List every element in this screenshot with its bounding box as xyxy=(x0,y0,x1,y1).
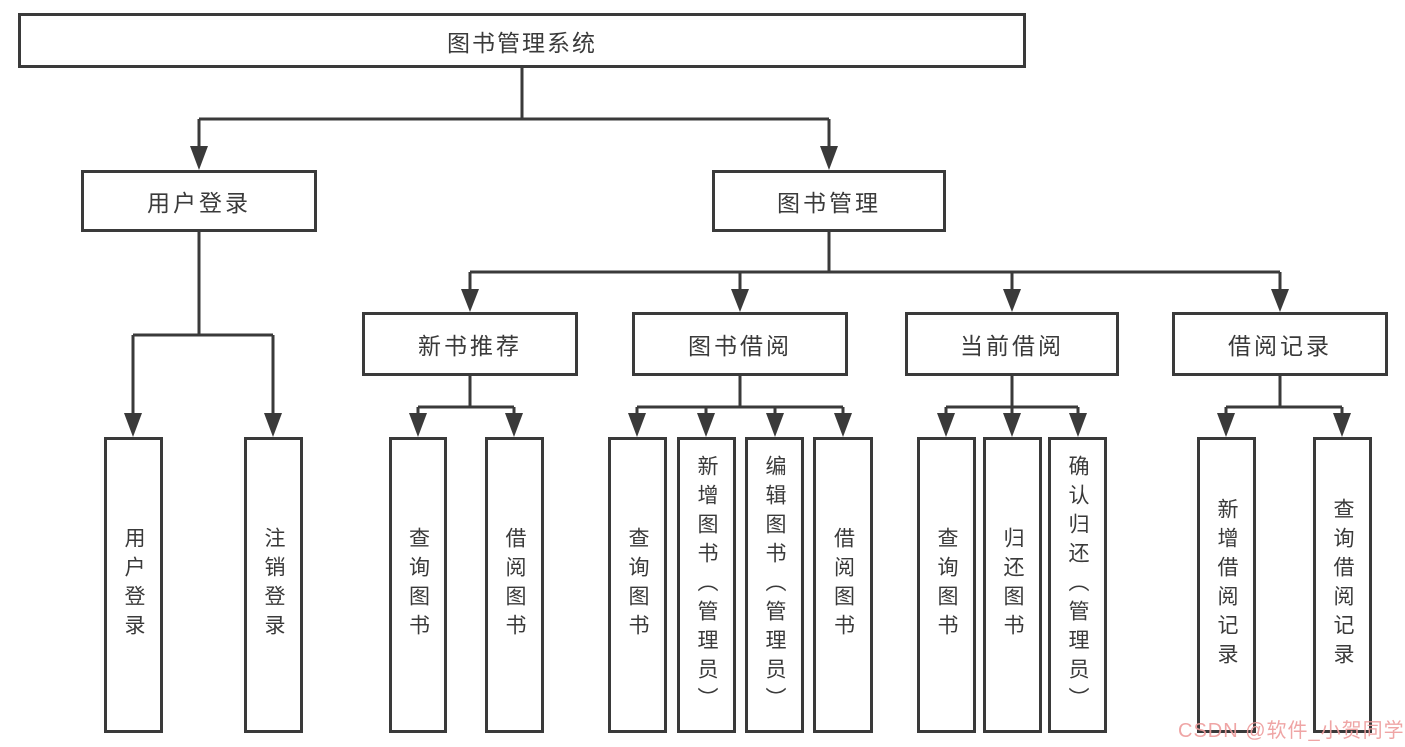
node-label: 新增借阅记录 xyxy=(1215,498,1238,672)
node-label: 用户登录 xyxy=(147,190,251,216)
leaf-records-query-borrow-record: 查询借阅记录 xyxy=(1313,437,1372,733)
node-label: 查询图书 xyxy=(406,527,430,643)
leaf-borrowing-add-book-admin: 新增图书（管理员） xyxy=(677,437,736,733)
leaf-current-confirm-return-admin: 确认归还（管理员） xyxy=(1048,437,1107,733)
leaf-borrowing-borrow-book: 借阅图书 xyxy=(813,437,873,733)
node-label: 确认归还（管理员） xyxy=(1066,454,1089,716)
node-label: 借阅记录 xyxy=(1228,333,1332,359)
leaf-borrowing-edit-book-admin: 编辑图书（管理员） xyxy=(745,437,804,733)
node-user-login: 用户登录 xyxy=(81,170,317,232)
node-label: 编辑图书（管理员） xyxy=(763,454,786,716)
node-book-management: 图书管理 xyxy=(712,170,946,232)
node-label: 查询图书 xyxy=(935,527,958,643)
node-label: 当前借阅 xyxy=(960,333,1064,359)
leaf-logout: 注销登录 xyxy=(244,437,303,733)
node-label: 新增图书（管理员） xyxy=(695,454,718,716)
node-label: 新书推荐 xyxy=(418,333,522,359)
leaf-recommend-query-book: 查询图书 xyxy=(389,437,447,733)
node-label: 查询图书 xyxy=(626,527,649,643)
node-new-book-recommend: 新书推荐 xyxy=(362,312,578,376)
node-label: 归还图书 xyxy=(1001,527,1024,643)
node-label: 图书管理 xyxy=(777,190,881,216)
node-label: 借阅图书 xyxy=(503,527,526,643)
leaf-recommend-borrow-book: 借阅图书 xyxy=(485,437,544,733)
leaf-current-query-book: 查询图书 xyxy=(917,437,976,733)
node-label: 用户登录 xyxy=(122,527,145,643)
node-label: 图书借阅 xyxy=(688,333,792,359)
node-current-borrowing: 当前借阅 xyxy=(905,312,1119,376)
node-label: 注销登录 xyxy=(262,527,285,643)
node-label: 查询借阅记录 xyxy=(1331,498,1354,672)
node-book-borrowing: 图书借阅 xyxy=(632,312,848,376)
watermark: CSDN @软件_小贺同学 xyxy=(1178,720,1405,742)
leaf-borrowing-query-book: 查询图书 xyxy=(608,437,667,733)
leaf-records-add-borrow-record: 新增借阅记录 xyxy=(1197,437,1256,733)
node-library-management-system: 图书管理系统 xyxy=(18,13,1026,68)
node-label: 借阅图书 xyxy=(831,527,855,643)
node-label: 图书管理系统 xyxy=(447,29,597,56)
leaf-user-login: 用户登录 xyxy=(104,437,163,733)
node-borrow-records: 借阅记录 xyxy=(1172,312,1388,376)
leaf-current-return-book: 归还图书 xyxy=(983,437,1042,733)
